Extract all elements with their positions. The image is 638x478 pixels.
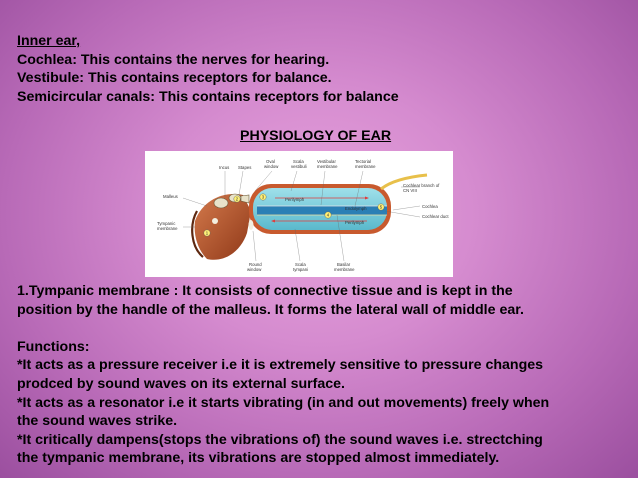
tympanic-line-1: 1.Tympanic membrane : It consists of con… [17, 283, 513, 299]
tympanic-line-2: position by the handle of the malleus. I… [17, 301, 524, 318]
label-oval-window-1: Oval [266, 159, 275, 164]
ear-physiology-diagram: 1 2 3 4 5 [145, 151, 453, 277]
label-tectorial-membrane-1: Tectorial [355, 159, 371, 164]
inner-ear-section: Inner ear, Cochlea: This contains the ne… [17, 32, 627, 106]
label-vestibular-membrane-2: membrane [317, 164, 338, 169]
function-line-2: prodced by sound waves on its external s… [17, 375, 345, 392]
label-cochlea: Cochlea [422, 204, 438, 209]
label-round-window-2: window [247, 267, 262, 272]
function-line-3: *It acts as a resonator i.e it starts vi… [17, 394, 550, 411]
label-cochlear-branch-1: Cochlear branch of [403, 183, 440, 188]
functions-section: Functions: *It acts as a pressure receiv… [17, 338, 632, 468]
tympanic-membrane-paragraph: 1.Tympanic membrane : It consists of con… [17, 282, 632, 319]
label-scala-vestibuli-1: Scala [293, 159, 304, 164]
label-scala-tympani-1: Scala [295, 262, 306, 267]
label-endolymph: Endolymph [345, 206, 367, 211]
label-perilymph-bottom: Perilymph [345, 220, 365, 225]
label-tectorial-membrane-2: membrane [355, 164, 376, 169]
label-cochlear-duct: Cochlear duct [422, 214, 449, 219]
function-line-4: the sound waves strike. [17, 413, 178, 430]
label-vestibular-membrane-1: Vestibular [317, 159, 336, 164]
semicircular-canals-line: Semicircular canals: This contains recep… [17, 88, 399, 105]
label-perilymph-top: Perilymph [285, 197, 305, 202]
label-cochlear-branch-2: CN VIII [403, 188, 417, 193]
vestibule-line: Vestibule: This contains receptors for b… [17, 70, 332, 86]
functions-heading: Functions: [17, 338, 90, 355]
function-line-6: the tympanic membrane, its vibrations ar… [17, 450, 500, 467]
label-malleus: Malleus [163, 194, 178, 199]
label-stapes: Stapes [238, 165, 251, 170]
label-tympanic-membrane-1: Tympanic [157, 221, 176, 226]
label-scala-tympani-2: tympani [293, 267, 308, 272]
step-1: 1 [206, 231, 209, 236]
body-text: 1.Tympanic membrane : It consists of con… [17, 282, 632, 468]
inner-ear-heading: Inner ear, [17, 33, 81, 49]
step-5: 5 [380, 205, 383, 210]
function-line-1: *It acts as a pressure receiver i.e it i… [17, 357, 544, 374]
function-line-5: *It critically dampens(stops the vibrati… [17, 431, 543, 448]
step-3: 3 [262, 195, 265, 200]
step-4: 4 [327, 213, 330, 218]
label-incus: Incus [219, 165, 229, 170]
label-scala-vestibuli-2: vestibuli [291, 164, 307, 169]
step-2: 2 [236, 197, 239, 202]
label-oval-window-2: window [264, 164, 279, 169]
label-round-window-1: Round [249, 262, 262, 267]
label-basilar-membrane-1: Basilar [337, 262, 351, 267]
cochlea-line: Cochlea: This contains the nerves for he… [17, 51, 330, 68]
label-basilar-membrane-2: membrane [334, 267, 355, 272]
label-tympanic-membrane-2: membrane [157, 226, 178, 231]
section-title: PHYSIOLOGY OF EAR [240, 128, 392, 144]
